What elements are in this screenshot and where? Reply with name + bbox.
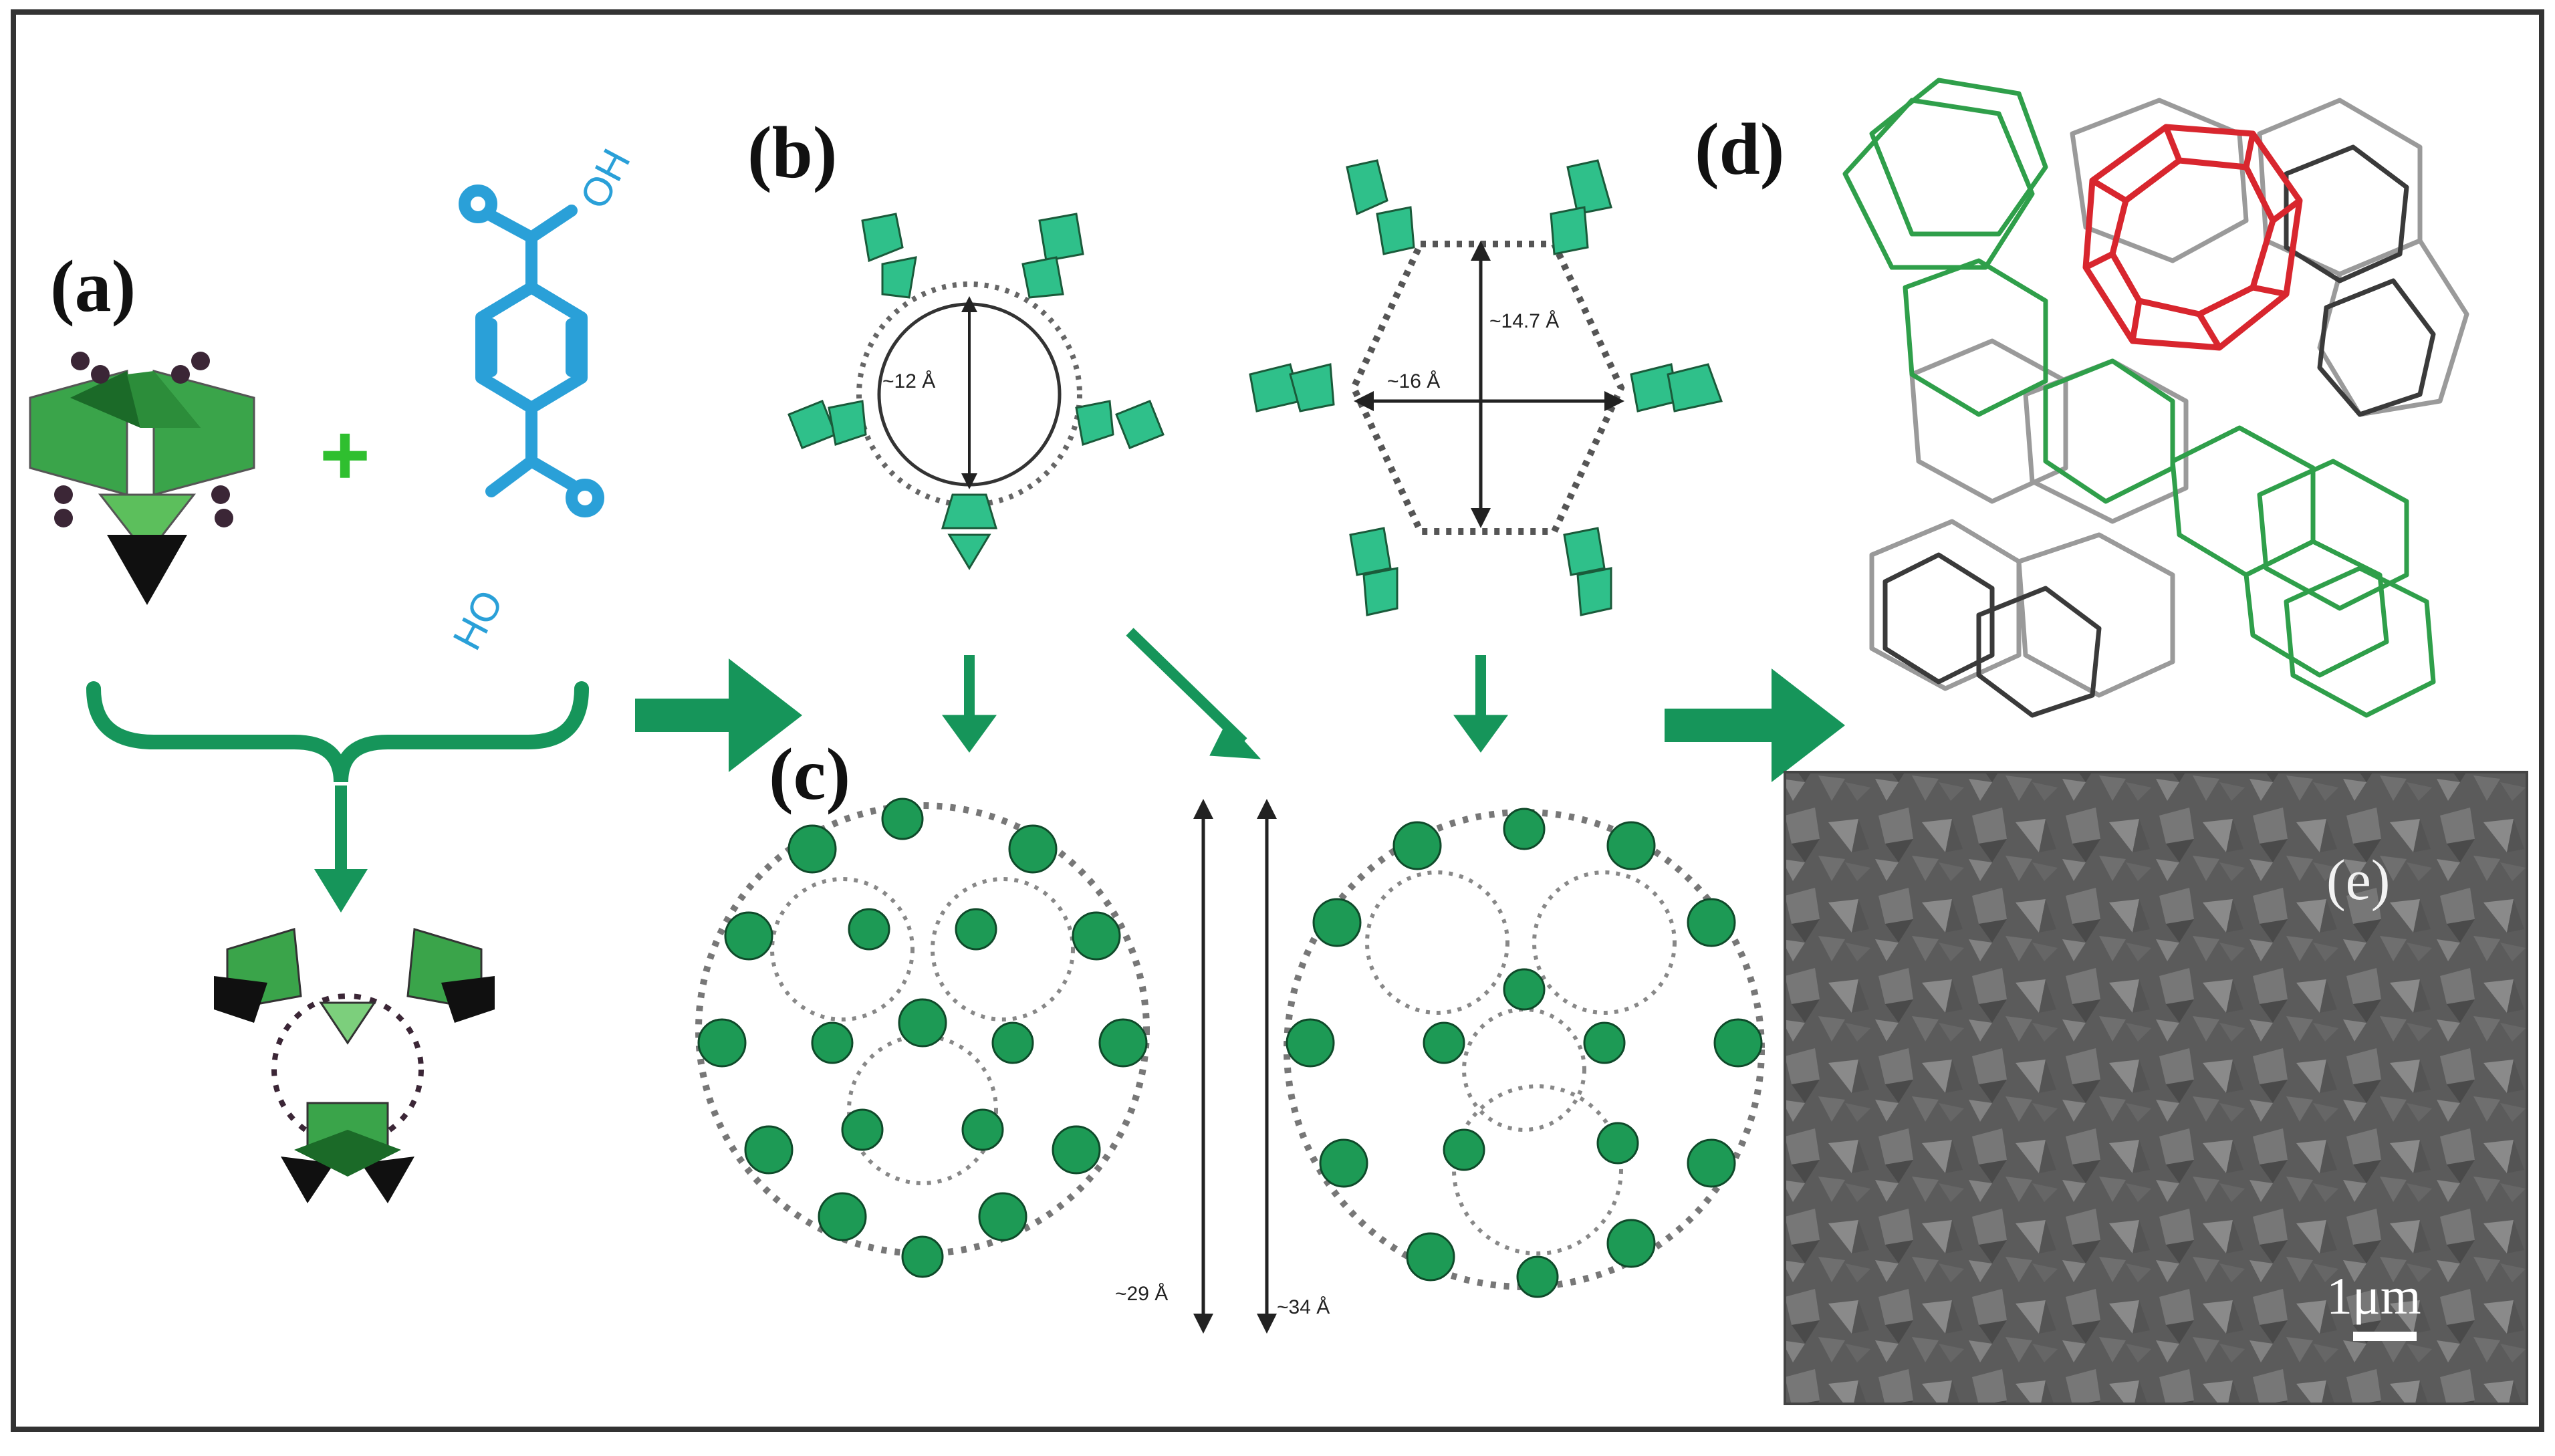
cage-height-arrows	[1193, 799, 1277, 1334]
combine-brace	[86, 681, 589, 783]
large-cage-height-dim: ~34 Å	[1277, 1296, 1330, 1318]
small-cage	[695, 798, 1150, 1278]
terephthalic-acid-linker	[459, 185, 604, 517]
flow-arrows	[942, 628, 1508, 759]
sem-image	[1784, 771, 2528, 1405]
large-pore-width-dim: ~16 Å	[1387, 370, 1440, 392]
main-arrow-left	[635, 658, 802, 772]
panel-label-b: (b)	[747, 112, 837, 193]
panel-label-e: (e)	[2326, 848, 2390, 912]
large-pore-height-dim: ~14.7 Å	[1489, 310, 1559, 332]
small-pore-window	[787, 213, 1165, 570]
figure-border	[11, 9, 2544, 1432]
small-cage-height-dim: ~29 Å	[1115, 1283, 1168, 1305]
plus-sign: +	[320, 406, 370, 503]
supertetrahedron-unit	[214, 928, 495, 1203]
panel-label-a: (a)	[50, 245, 136, 327]
main-arrow-right	[1665, 669, 1845, 782]
small-pore-dim: ~12 Å	[882, 370, 935, 392]
panel-label-c: (c)	[769, 733, 850, 815]
secondary-building-unit	[29, 352, 255, 605]
linker-ho-label: HO	[444, 583, 511, 657]
panel-label-d: (d)	[1695, 108, 1784, 190]
scale-bar	[2353, 1332, 2417, 1341]
mtn-topology-net	[1842, 78, 2469, 718]
scale-bar-label: 1μm	[2326, 1267, 2421, 1325]
linker-oh-label: OH	[571, 142, 638, 216]
large-cage	[1284, 808, 1765, 1298]
large-pore-window	[1249, 159, 1723, 616]
